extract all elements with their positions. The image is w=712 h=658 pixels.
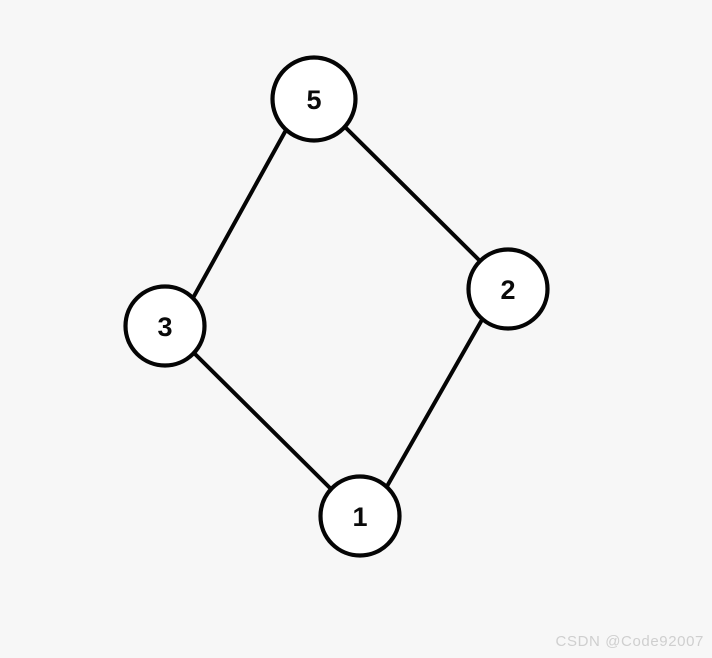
graph-node-circle-1[interactable]	[318, 474, 402, 558]
graph-edges-layer	[191, 125, 485, 491]
graph-node-circle-2[interactable]	[466, 247, 550, 331]
graph-node-label-3: 3	[157, 312, 172, 342]
graph-edge-3-1	[192, 351, 333, 491]
graph-node-2[interactable]: 2	[466, 247, 550, 331]
graph-node-1[interactable]: 1	[318, 474, 402, 558]
graph-nodes-layer: 5 2 3 1	[123, 55, 550, 558]
graph-edge-5-3	[191, 128, 288, 300]
graph-node-3[interactable]: 3	[123, 284, 207, 368]
watermark-text: CSDN @Code92007	[555, 633, 704, 650]
graph-node-circle-5[interactable]	[270, 55, 358, 143]
graph-node-label-5: 5	[306, 85, 321, 115]
graph-node-label-1: 1	[352, 502, 367, 532]
graph-edge-5-2	[343, 125, 482, 263]
graph-node-circle-3[interactable]	[123, 284, 207, 368]
graph-edge-2-1	[384, 316, 485, 490]
graph-node-5[interactable]: 5	[270, 55, 358, 143]
graph-node-label-2: 2	[500, 275, 515, 305]
